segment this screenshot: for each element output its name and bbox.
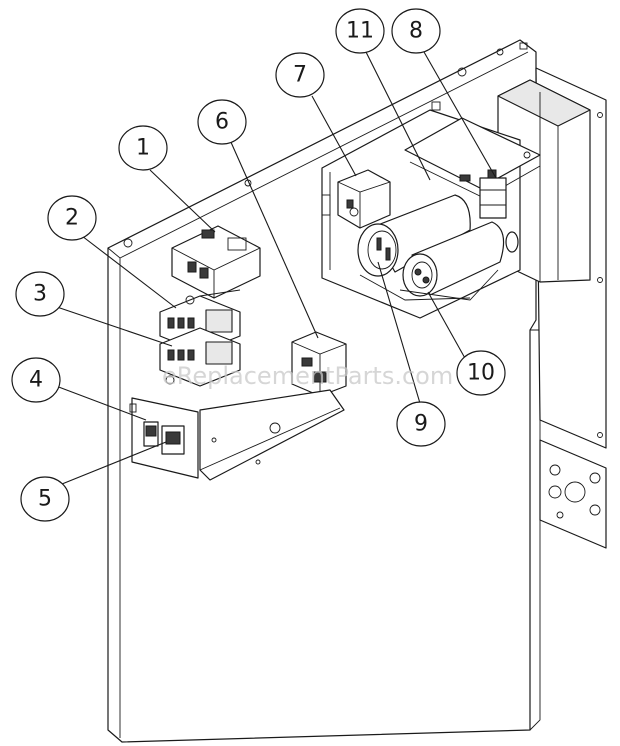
junction-box	[291, 331, 347, 397]
callout-label: 11	[346, 19, 374, 44]
switch-plate	[129, 397, 199, 479]
callout-label: 3	[33, 282, 47, 307]
relay	[479, 169, 507, 219]
run-capacitor	[357, 194, 471, 277]
capacitor-bracket	[359, 274, 471, 301]
leader-lines	[53, 51, 497, 485]
callout-9: 9	[396, 401, 446, 447]
callout-11: 11	[335, 8, 385, 54]
switch-shelf	[199, 389, 345, 481]
callout-label: 9	[414, 412, 428, 437]
terminal-block-lower	[159, 327, 241, 387]
callout-8: 8	[391, 8, 441, 54]
callout-label: 1	[136, 136, 150, 161]
callout-label: 2	[65, 206, 79, 231]
callout-label: 7	[293, 63, 307, 88]
callout-10: 10	[456, 350, 506, 396]
callout-label: 6	[215, 110, 229, 135]
callout-7: 7	[275, 52, 325, 98]
control-relay	[171, 225, 261, 299]
callout-5: 5	[20, 476, 70, 522]
callout-1: 1	[118, 125, 168, 171]
callout-2: 2	[47, 195, 97, 241]
contactor-box	[497, 79, 591, 283]
start-capacitor	[399, 221, 519, 301]
callout-3: 3	[15, 271, 65, 317]
mounting-plate	[539, 439, 607, 549]
callout-label: 4	[29, 368, 43, 393]
callout-label: 10	[467, 361, 495, 386]
callout-label: 8	[409, 19, 423, 44]
watermark-text: eReplacementParts.com	[162, 362, 453, 390]
callout-6: 6	[197, 99, 247, 145]
callout-label: 5	[38, 487, 52, 512]
control-module	[337, 169, 391, 229]
callout-4: 4	[11, 357, 61, 403]
